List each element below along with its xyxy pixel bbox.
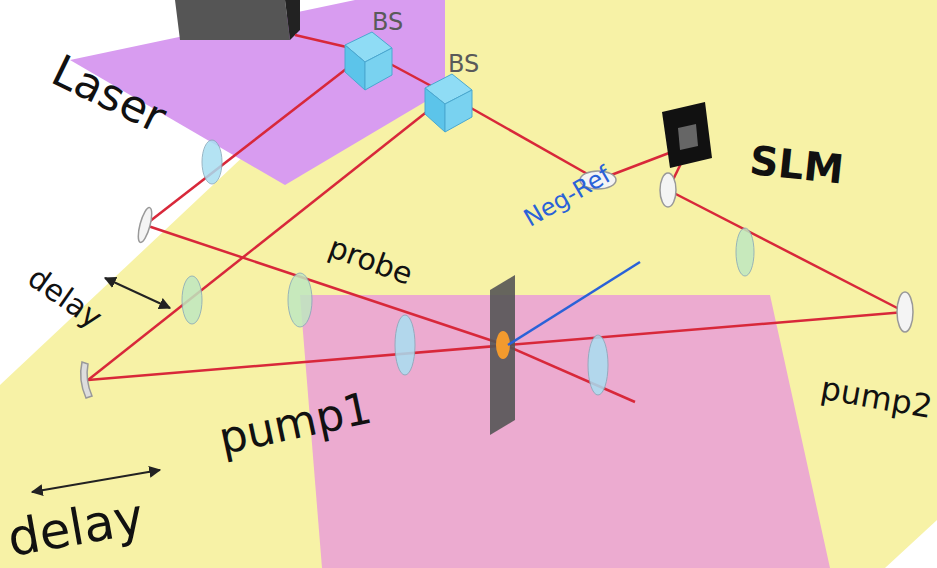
delay-arrow bbox=[32, 470, 160, 492]
slm-device bbox=[662, 102, 712, 168]
part-label: BS bbox=[372, 10, 403, 34]
sample-stage bbox=[300, 295, 830, 568]
part-label: SLM bbox=[748, 140, 846, 190]
laser-beams bbox=[88, 35, 905, 402]
lenses bbox=[182, 140, 754, 395]
laser-face bbox=[285, 0, 300, 40]
laser-head bbox=[175, 0, 290, 40]
part-label: delay bbox=[23, 262, 107, 334]
neg-ref-beam bbox=[508, 262, 640, 345]
beam-splitters bbox=[345, 32, 472, 132]
delay-arrow bbox=[105, 278, 170, 308]
part-label: BS bbox=[448, 52, 479, 76]
sample bbox=[490, 275, 515, 435]
